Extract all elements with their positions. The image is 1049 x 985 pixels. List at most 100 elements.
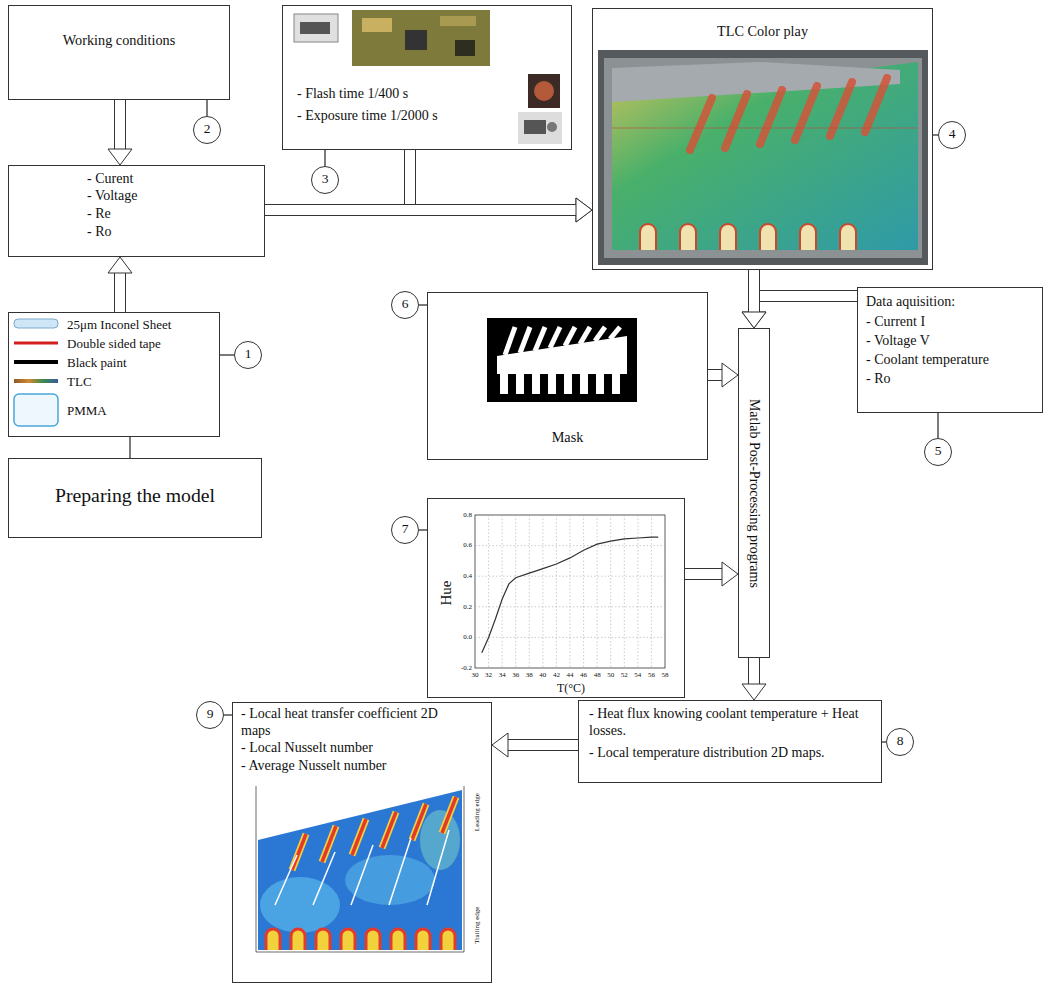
heat-transfer-map-part [352,819,366,855]
camera-thumbnails-part [440,16,476,26]
layer-swatches-part [14,394,58,426]
axis-tick: 0.4 [432,572,472,580]
process-box: Data aquisition:- Current I- Voltage V- … [857,287,1043,413]
callout-number: 7 [391,516,419,544]
callout-text: 2 [194,121,220,137]
layer-swatches-part [14,379,58,383]
mask-image-part [612,374,620,394]
heat-transfer-map-part [313,852,335,905]
heat-transfer-map-part [316,929,330,950]
leader-line [938,413,939,438]
heat-transfer-map-part [389,838,411,905]
axis-tick: 0.8 [432,511,472,519]
heat-transfer-map-part [260,877,340,933]
arrow-body [410,150,576,210]
leader-line [419,529,427,530]
node-text: Mask [428,429,707,446]
leader-line [220,354,234,355]
mask-image-part [497,336,627,374]
axis-tick: 32 [479,671,499,679]
arrow-body [708,370,722,380]
leader-line [129,437,130,458]
tlc-photo-part [795,86,817,140]
heat-transfer-map-part [258,790,462,950]
leader-line [224,714,232,715]
mask-image-part [550,327,560,348]
callout-text: 3 [312,171,338,187]
leader-line [220,355,234,356]
hue-chart-part [475,515,665,668]
axis-tick: 0.6 [432,541,472,549]
node-text: - Current I [866,314,925,331]
leader-line [207,100,208,116]
heat-transfer-map-part [266,929,280,950]
camera-thumbnails-part [518,112,562,144]
arrow-outline [685,568,722,580]
block-arrow [265,198,592,222]
mask-image-part [610,327,620,339]
vertical-process-box: Matlab Post-Processing programs [738,328,770,658]
callout-text: 5 [925,443,951,459]
node-text: - Voltage V [866,333,930,350]
tlc-photo-part [612,62,900,102]
heat-transfer-map-part [442,797,456,833]
hue-chart-part [482,537,658,653]
axis-title: Trailing edge [473,890,481,960]
tlc-photo-part [840,224,856,250]
camera-thumbnails-part [294,14,338,42]
process-box: Working conditions [8,5,230,100]
mask-image-part [520,327,530,353]
block-arrow [708,363,738,387]
callout-text: 4 [939,126,965,142]
heat-transfer-map-part [427,830,449,905]
heat-transfer-map-part [412,804,426,840]
leader-line [224,715,232,716]
arrow-body [115,100,125,149]
tlc-photo-part [760,90,782,144]
axis-title: Leading edge [473,777,481,847]
arrow-outline [114,100,126,149]
camera-thumbnails-part [547,122,557,132]
callout-number: 9 [196,701,224,729]
arrow-head [722,363,738,387]
heat-transfer-map-part [442,797,456,833]
node-text: Preparing the model [9,484,261,508]
node-text: - Average Nusselt number [241,758,387,775]
arrow-head [108,149,132,165]
camera-thumbnails-part [405,30,427,50]
camera-thumbnails-part [534,81,554,101]
arrow-outline [748,658,760,684]
heat-transfer-map-part [256,786,464,952]
node-text: 25μm Inconel Sheet [67,317,171,333]
heat-transfer-map-part [345,855,435,905]
camera-thumbnails-part [352,10,490,66]
axis-tick: 44 [560,671,580,679]
process-box: - Curent- Voltage- Re- Ro [8,165,265,257]
heat-transfer-map-part [391,929,405,950]
mask-image-part [548,374,556,394]
node-text: - Ro [866,371,891,388]
axis-tick: 40 [533,671,553,679]
layer-swatches-part [14,319,58,328]
arrow-head [576,198,592,222]
axis-tick: 48 [587,671,607,679]
arrow-head [492,733,508,757]
arrow-head [108,257,132,273]
mask-image-part [580,327,590,344]
heat-transfer-map-part [292,834,306,870]
node-text: Working conditions [9,32,229,49]
axis-tick: -0.2 [432,664,472,672]
block-arrow [742,658,766,700]
node-text: - Curent [87,171,133,188]
node-text: Hue [437,563,455,623]
node-text: - Local heat transfer coefficient 2D map… [241,706,456,740]
arrow-outline [410,150,576,210]
mask-image-part [564,374,572,394]
arrow-head [742,312,766,328]
mask-image-part [596,374,604,394]
heat-transfer-map-part [441,929,455,950]
callout-number: 2 [193,116,221,144]
tlc-photo-part [800,224,816,250]
axis-tick: 50 [601,671,621,679]
tlc-photo-part [720,224,736,250]
